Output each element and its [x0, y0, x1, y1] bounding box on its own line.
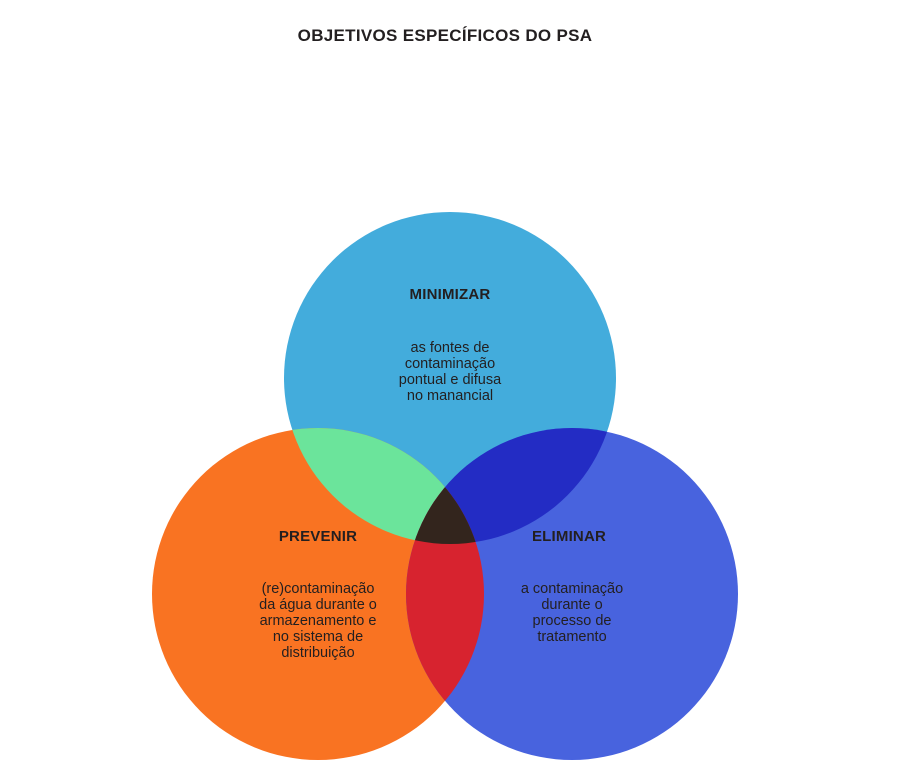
text-line: armazenamento e [259, 613, 377, 629]
heading-prevenir: PREVENIR [278, 528, 358, 545]
text-line: durante o [541, 597, 603, 613]
text-minimizar: as fontes de contaminação pontual e difu… [360, 340, 540, 404]
heading-minimizar: MINIMIZAR [409, 286, 491, 303]
text-line: processo de [532, 613, 612, 629]
text-line: as fontes de [410, 340, 490, 356]
text-line: tratamento [537, 629, 607, 645]
text-line: da água durante o [259, 597, 377, 613]
intersection-minimizar-prevenir [284, 428, 484, 544]
text-line: a contaminação [520, 581, 624, 597]
text-prevenir: (re)contaminação da água durante o armaz… [222, 581, 414, 661]
text-line: no sistema de [272, 629, 364, 645]
text-line: distribuição [281, 645, 355, 661]
text-line: (re)contaminação [261, 581, 375, 597]
intersection-minimizar-eliminar [406, 428, 616, 544]
heading-eliminar: ELIMINAR [531, 528, 607, 545]
text-eliminar: a contaminação durante o processo de tra… [482, 581, 662, 645]
diagram-title: OBJETIVOS ESPECÍFICOS DO PSA [297, 26, 593, 45]
text-line: pontual e difusa [398, 372, 502, 388]
text-line: contaminação [404, 356, 496, 372]
text-line: no manancial [406, 388, 494, 404]
